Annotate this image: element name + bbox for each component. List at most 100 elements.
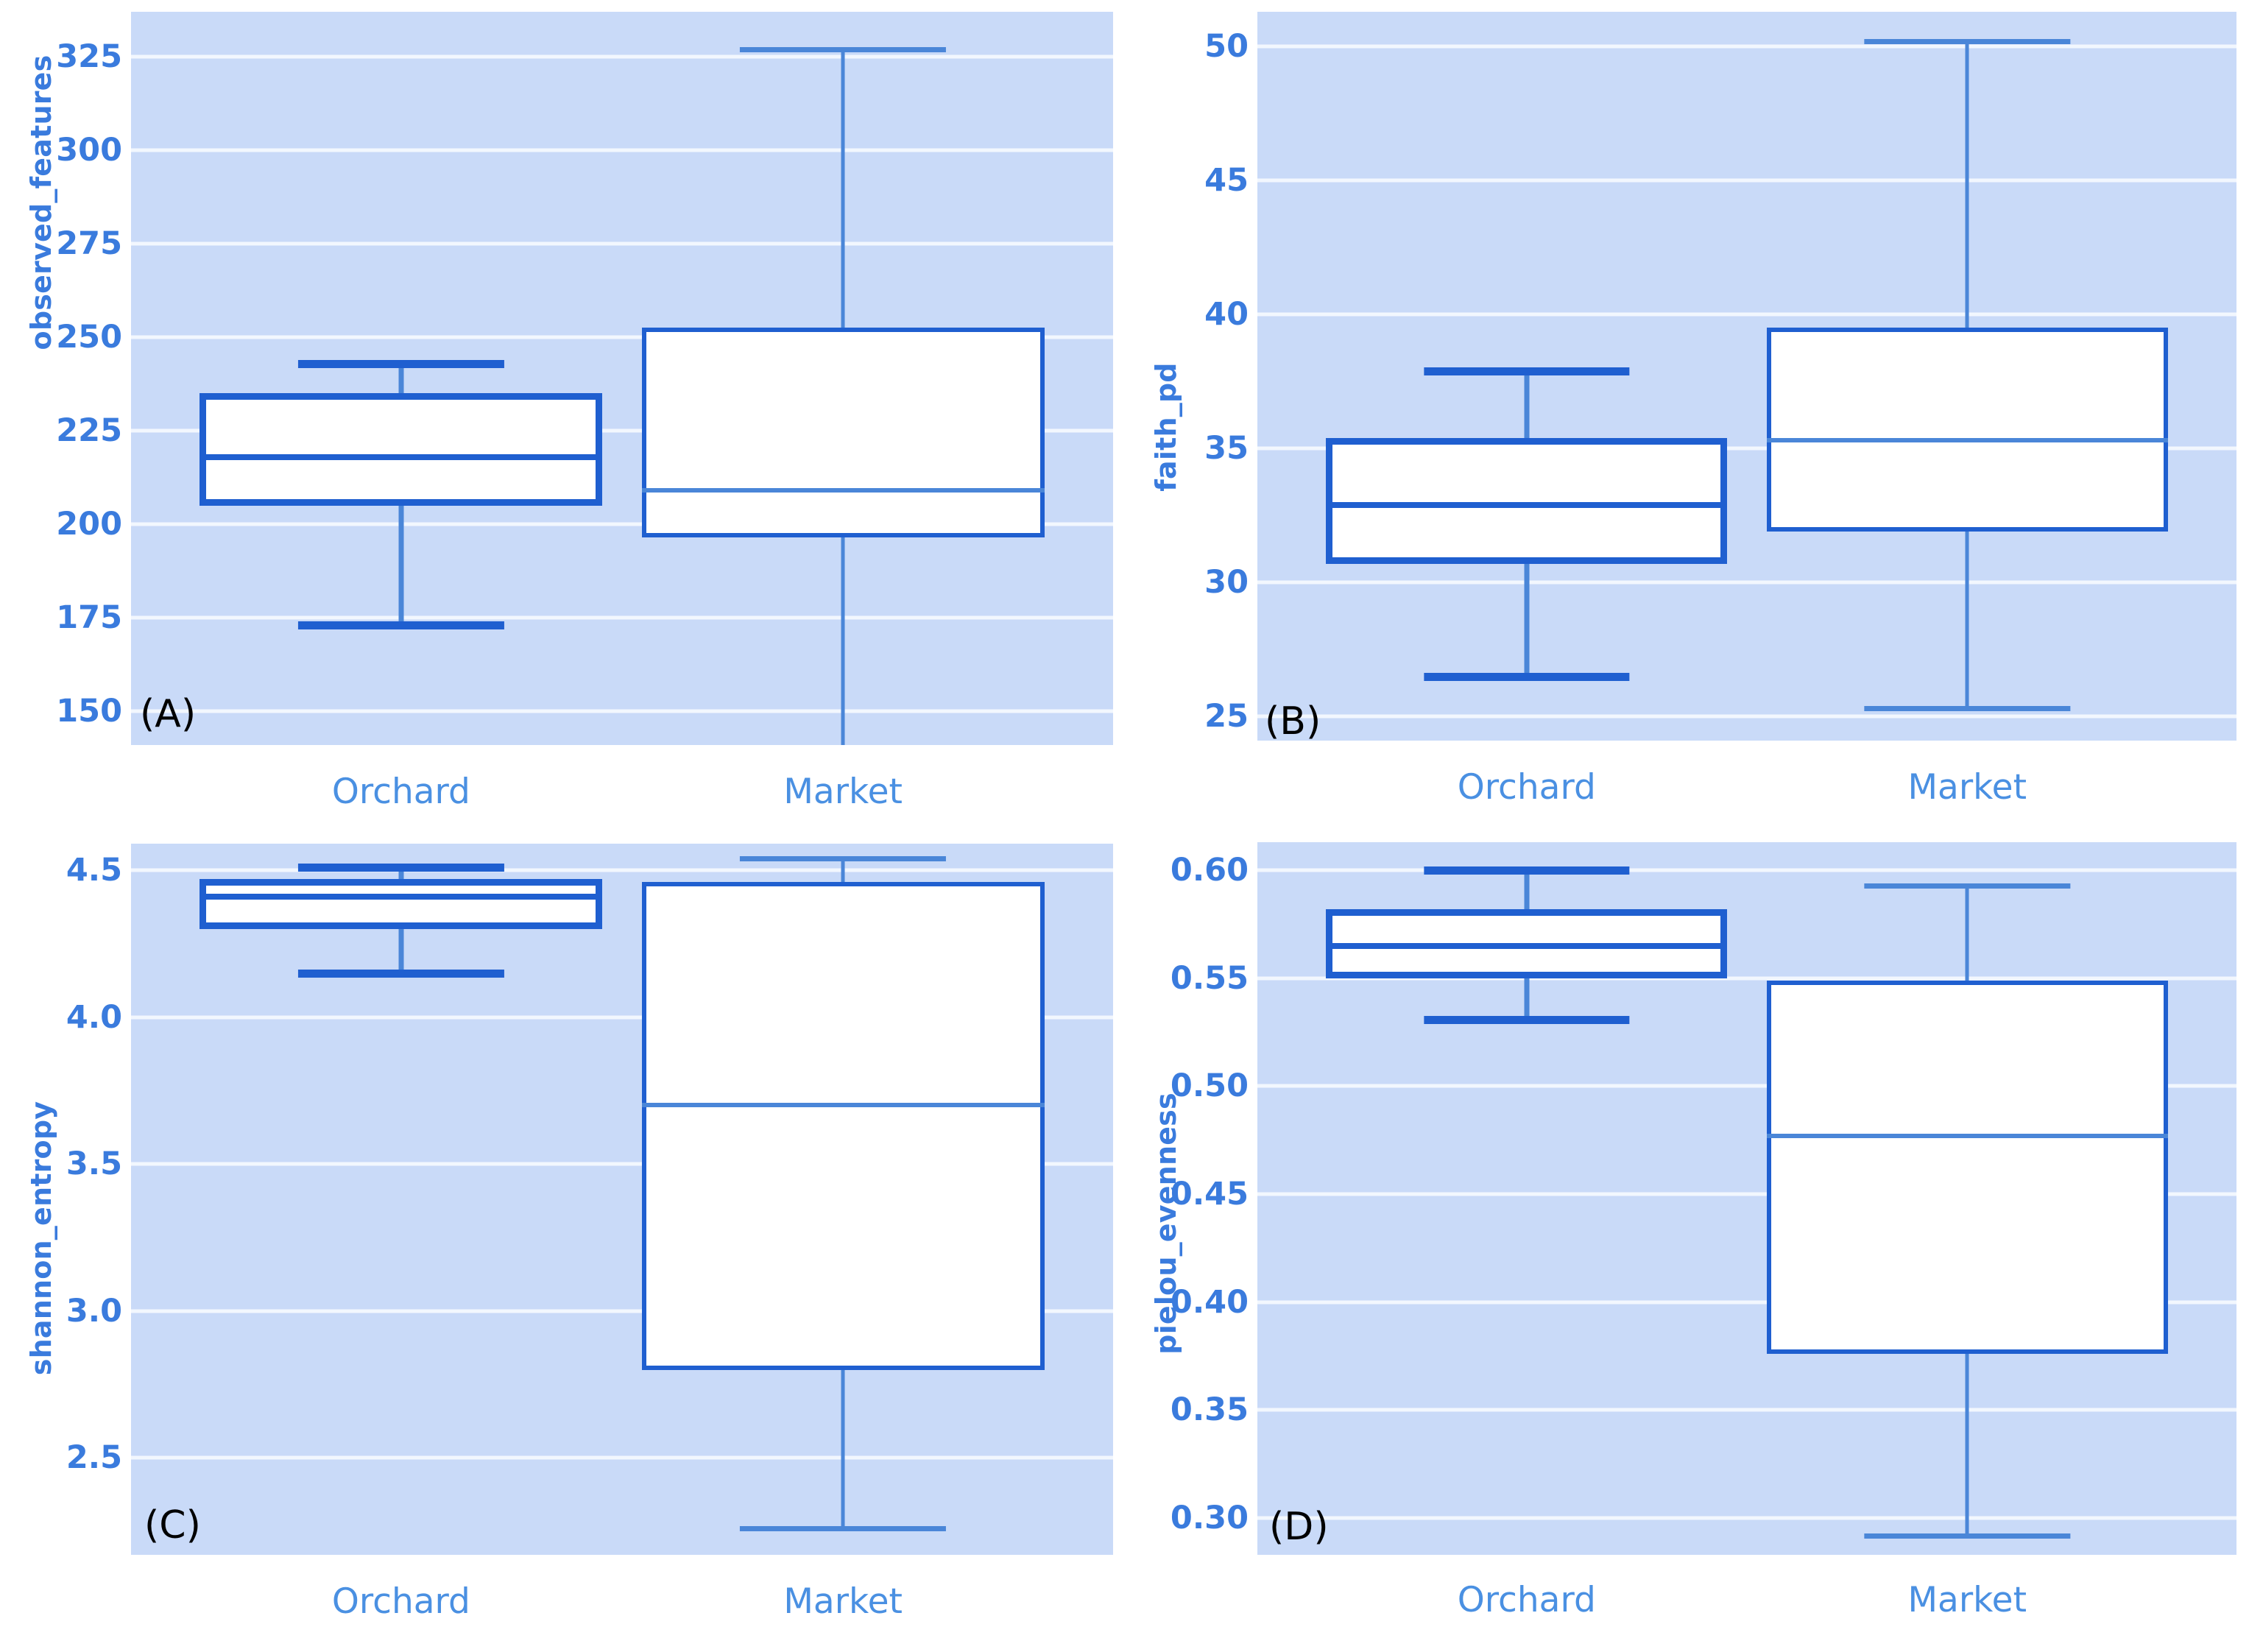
y-tick-label: 225 bbox=[56, 412, 122, 450]
y-tick-label: 150 bbox=[56, 693, 122, 730]
boxplot-market-a bbox=[131, 12, 1113, 745]
y-tick-label: 325 bbox=[56, 38, 122, 75]
gridline bbox=[1257, 1516, 2236, 1520]
whisker-upper bbox=[1524, 370, 1530, 438]
gridline bbox=[1257, 44, 2236, 49]
panel-letter-b: (B) bbox=[1265, 699, 1321, 744]
median-line bbox=[1326, 942, 1728, 949]
gridline bbox=[1257, 868, 2236, 872]
gridline bbox=[131, 148, 1113, 152]
plot-area-d bbox=[1257, 842, 2236, 1555]
y-tick-label: 35 bbox=[1204, 430, 1249, 467]
y-tick-label: 175 bbox=[56, 599, 122, 637]
whisker-cap-lower bbox=[297, 969, 504, 978]
gridline bbox=[131, 54, 1113, 59]
y-tick-label: 0.45 bbox=[1170, 1176, 1249, 1213]
gridline bbox=[131, 241, 1113, 246]
whisker-lower bbox=[1524, 563, 1530, 677]
whisker-cap-lower bbox=[297, 621, 504, 630]
gridline bbox=[131, 335, 1113, 339]
x-category-label-market: Market bbox=[1907, 767, 2027, 808]
whisker-lower bbox=[1524, 978, 1530, 1020]
median-line bbox=[1326, 501, 1728, 508]
whisker-lower bbox=[398, 505, 404, 626]
gridline bbox=[1257, 178, 2236, 183]
gridline bbox=[1257, 1300, 2236, 1305]
panel-letter-d: (D) bbox=[1269, 1505, 1329, 1549]
x-category-label-market: Market bbox=[1907, 1580, 2027, 1620]
whisker-lower bbox=[398, 928, 404, 973]
plot-area-b bbox=[1257, 12, 2236, 741]
boxplot-orchard-a bbox=[131, 12, 1113, 745]
x-category-label-orchard: Orchard bbox=[331, 772, 470, 812]
y-tick-label: 25 bbox=[1204, 698, 1249, 735]
y-tick-label: 0.35 bbox=[1170, 1391, 1249, 1429]
whisker-cap-lower bbox=[740, 1526, 947, 1532]
y-axis-label-a: observed_features bbox=[25, 54, 57, 350]
whisker-cap-lower bbox=[1424, 672, 1630, 681]
whisker-cap-lower bbox=[1424, 1015, 1630, 1024]
x-category-label-market: Market bbox=[783, 772, 903, 812]
y-tick-label: 3.0 bbox=[66, 1292, 122, 1330]
boxplot-market-d bbox=[1257, 842, 2236, 1555]
gridline bbox=[1257, 714, 2236, 719]
y-tick-label: 275 bbox=[56, 225, 122, 263]
gridline bbox=[131, 1015, 1113, 1019]
whisker-cap-lower bbox=[1864, 1533, 2070, 1539]
y-tick-label: 30 bbox=[1204, 564, 1249, 601]
whisker-cap-upper bbox=[297, 863, 504, 872]
y-tick-label: 0.55 bbox=[1170, 959, 1249, 997]
gridline bbox=[131, 1455, 1113, 1460]
whisker-cap-upper bbox=[740, 46, 947, 52]
x-category-label-orchard: Orchard bbox=[331, 1581, 470, 1622]
median-line bbox=[641, 1103, 1045, 1108]
y-tick-label: 3.5 bbox=[66, 1146, 122, 1183]
gridline bbox=[1257, 1084, 2236, 1088]
whisker-upper bbox=[1965, 41, 1969, 328]
gridline bbox=[1257, 1192, 2236, 1196]
y-tick-label: 0.40 bbox=[1170, 1283, 1249, 1321]
y-tick-label: 45 bbox=[1204, 162, 1249, 200]
whisker-lower bbox=[1965, 532, 1969, 709]
boxplot-orchard-d bbox=[1257, 842, 2236, 1555]
whisker-lower bbox=[1965, 1354, 1969, 1536]
median-line bbox=[200, 453, 603, 460]
iqr-box bbox=[200, 878, 603, 929]
iqr-box bbox=[1766, 328, 2168, 532]
boxplot-orchard-b bbox=[1257, 12, 2236, 741]
median-line bbox=[641, 488, 1045, 493]
x-category-label-orchard: Orchard bbox=[1457, 1580, 1596, 1620]
whisker-lower bbox=[841, 1369, 845, 1529]
whisker-upper bbox=[398, 866, 404, 879]
y-axis-label-c: shannon_entropy bbox=[25, 1101, 57, 1376]
gridline bbox=[1257, 312, 2236, 317]
y-tick-label: 200 bbox=[56, 506, 122, 543]
iqr-box bbox=[641, 881, 1045, 1370]
plot-area-c bbox=[131, 844, 1113, 1555]
whisker-cap-upper bbox=[297, 359, 504, 368]
y-tick-label: 50 bbox=[1204, 28, 1249, 66]
whisker-cap-upper bbox=[1864, 39, 2070, 45]
boxplot-market-c bbox=[131, 844, 1113, 1555]
y-tick-label: 0.30 bbox=[1170, 1500, 1249, 1537]
median-line bbox=[1766, 1133, 2168, 1138]
gridline bbox=[131, 428, 1113, 433]
y-tick-label: 2.5 bbox=[66, 1439, 122, 1477]
y-tick-label: 0.60 bbox=[1170, 852, 1249, 889]
x-category-label-orchard: Orchard bbox=[1457, 767, 1596, 808]
gridline bbox=[1257, 580, 2236, 585]
iqr-box bbox=[200, 393, 603, 506]
panel-letter-a: (A) bbox=[140, 692, 197, 736]
y-tick-label: 4.0 bbox=[66, 998, 122, 1036]
y-tick-label: 40 bbox=[1204, 296, 1249, 333]
whisker-cap-upper bbox=[1424, 367, 1630, 375]
whisker-upper bbox=[841, 858, 845, 882]
gridline bbox=[1257, 1408, 2236, 1412]
iqr-box bbox=[641, 328, 1045, 537]
iqr-box bbox=[1766, 980, 2168, 1355]
whisker-upper bbox=[398, 363, 404, 394]
y-axis-label-b: faith_pd bbox=[1150, 362, 1182, 492]
